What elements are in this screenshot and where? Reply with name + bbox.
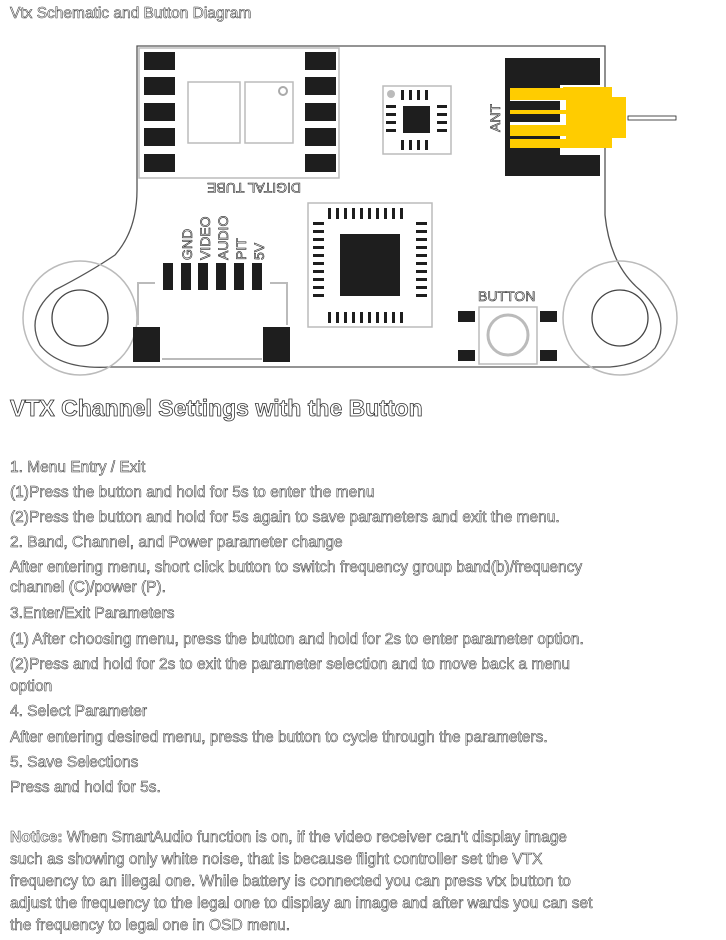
left-mount-hole bbox=[22, 260, 138, 376]
chip-pin bbox=[384, 208, 387, 219]
pin-label-video: VIDEO bbox=[197, 216, 213, 260]
diagram-title: Vtx Schematic and Button Diagram bbox=[10, 5, 252, 23]
chip-pin bbox=[313, 230, 324, 233]
chip-pin bbox=[416, 254, 427, 257]
instruction-line: After entering desired menu, press the b… bbox=[10, 729, 548, 747]
chip-pin bbox=[416, 246, 427, 249]
chip-pin bbox=[384, 312, 387, 323]
chip-pin bbox=[313, 254, 324, 257]
instruction-line: (1)Press the button and hold for 5s to e… bbox=[10, 484, 375, 502]
instruction-line: (1) After choosing menu, press the butto… bbox=[10, 631, 584, 649]
chip-pin bbox=[416, 294, 427, 297]
chip-pin bbox=[336, 312, 339, 323]
chip-pin bbox=[313, 262, 324, 265]
video-connector: GND VIDEO AUDIO PIT 5V bbox=[133, 215, 290, 362]
digital-tube-label: DIGITAL TUBE bbox=[207, 180, 301, 196]
chip-pin bbox=[368, 208, 371, 219]
chip-pin bbox=[416, 230, 427, 233]
chip-pin bbox=[344, 312, 347, 323]
chip-pin bbox=[416, 278, 427, 281]
chip-pin bbox=[416, 286, 427, 289]
vtx-button: BUTTON bbox=[458, 288, 557, 365]
chip-pin bbox=[313, 294, 324, 297]
right-mount-hole bbox=[562, 260, 678, 376]
notice-label: Notice: bbox=[10, 829, 63, 847]
instruction-line: 5. Save Selections bbox=[10, 754, 139, 772]
chip-pin bbox=[313, 238, 324, 241]
chip-pin bbox=[328, 312, 331, 323]
pin-label-pit: PIT bbox=[233, 238, 249, 260]
chip-pin bbox=[416, 222, 427, 225]
chip-pin bbox=[360, 208, 363, 219]
button-label: BUTTON bbox=[478, 288, 535, 304]
ant-label: ANT bbox=[487, 104, 503, 132]
chip-pin bbox=[313, 246, 324, 249]
notice-line: Notice: When SmartAudio function is on, … bbox=[10, 828, 567, 848]
chip-pin bbox=[336, 208, 339, 219]
chip-pin bbox=[400, 208, 403, 219]
instruction-line: option bbox=[10, 678, 53, 696]
chip-pin bbox=[360, 312, 363, 323]
chip-pin bbox=[392, 312, 395, 323]
chip-pin bbox=[368, 312, 371, 323]
instruction-line: Press and hold for 5s. bbox=[10, 779, 161, 797]
board-outline bbox=[34, 45, 662, 368]
chip-pin bbox=[416, 238, 427, 241]
chip-pin bbox=[313, 286, 324, 289]
pin-label-gnd: GND bbox=[179, 229, 195, 260]
chip-pin bbox=[328, 208, 331, 219]
chip-pin bbox=[313, 222, 324, 225]
notice-line: the frequency to legal one in OSD menu. bbox=[10, 917, 291, 935]
pin-label-audio: AUDIO bbox=[215, 216, 231, 260]
instruction-line: 3.Enter/Exit Parameters bbox=[10, 605, 175, 623]
instruction-line: channel (C)/power (P). bbox=[10, 579, 166, 597]
section-heading: VTX Channel Settings with the Button bbox=[10, 395, 424, 421]
chip-pin bbox=[344, 208, 347, 219]
chip-pin bbox=[376, 312, 379, 323]
notice-line: adjust the frequency to the legal one to… bbox=[10, 895, 593, 913]
chip-pin bbox=[416, 270, 427, 273]
chip-pin bbox=[376, 208, 379, 219]
pin-label-5v: 5V bbox=[251, 242, 267, 260]
instruction-line: 4. Select Parameter bbox=[10, 703, 148, 721]
notice-line: frequency to an illegal one. While batte… bbox=[10, 873, 571, 891]
instruction-line: After entering menu, short click button … bbox=[10, 559, 583, 577]
chip-pin bbox=[392, 208, 395, 219]
digital-tube: DIGITAL TUBE bbox=[138, 47, 340, 196]
chip-pin bbox=[352, 312, 355, 323]
instruction-line: (2)Press the button and hold for 5s agai… bbox=[10, 509, 560, 527]
chip-pin bbox=[416, 262, 427, 265]
notice-line: such as showing only white noise, that i… bbox=[10, 851, 543, 869]
chip-pin bbox=[313, 278, 324, 281]
instruction-line: 2. Band, Channel, and Power parameter ch… bbox=[10, 534, 343, 552]
chip-pin bbox=[400, 312, 403, 323]
chip-pin bbox=[313, 270, 324, 273]
antenna-connector: ANT bbox=[487, 58, 677, 176]
notice-text: When SmartAudio function is on, if the v… bbox=[66, 829, 568, 847]
small-chip bbox=[382, 85, 452, 155]
chip-pin bbox=[352, 208, 355, 219]
instruction-line: (2)Press and hold for 2s to exit the par… bbox=[10, 656, 571, 674]
main-chip bbox=[307, 202, 433, 328]
instruction-line: 1. Menu Entry / Exit bbox=[10, 459, 146, 477]
vtx-board-diagram: DIGITAL TUBE ANT GND VIDEO AUDIO PIT 5V … bbox=[22, 45, 678, 376]
